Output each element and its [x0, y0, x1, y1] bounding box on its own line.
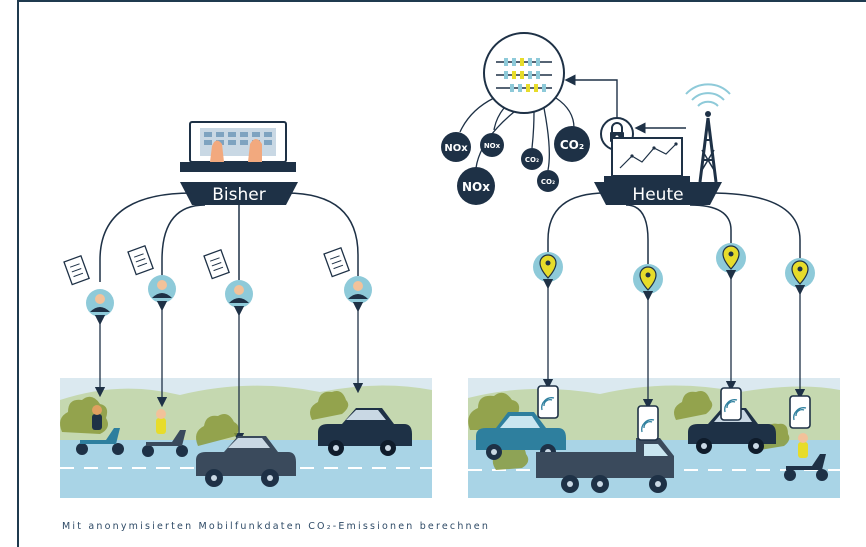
connector-right-2	[625, 204, 649, 264]
laptop-typing-icon	[180, 121, 296, 172]
smartphone-icon	[789, 395, 811, 429]
cell-tower-icon	[685, 83, 731, 183]
left-panel: Bisher	[60, 121, 432, 498]
person-icon	[127, 245, 176, 303]
nox-label: NOx	[462, 180, 490, 194]
laptop-graph-icon	[604, 137, 690, 182]
data-processing-icon	[483, 32, 565, 114]
figure-caption: Mit anonymisierten Mobilfunkdaten CO₂-Em…	[62, 521, 491, 532]
figure-frame	[17, 0, 866, 547]
co2-bubble: CO₂	[521, 148, 543, 170]
car-icon	[476, 412, 566, 460]
right-panel: NOx NOx NOx CO₂ CO₂ CO₂	[441, 32, 840, 498]
smartphone-icon	[720, 387, 742, 421]
connector-left-4	[285, 192, 359, 276]
connector-right-4	[709, 192, 801, 258]
bisher-label-bg	[180, 182, 298, 205]
location-pin-icon	[633, 264, 663, 294]
smartphone-icon	[537, 385, 559, 419]
co2-label: CO₂	[541, 178, 555, 186]
smoke-cloud	[196, 414, 239, 446]
car-icon	[196, 436, 296, 487]
nox-bubble: NOx	[480, 133, 504, 157]
scooter-icon	[784, 433, 828, 481]
co2-bubble: CO₂	[537, 170, 559, 192]
connector-left-2	[161, 204, 206, 276]
truck-icon	[536, 438, 674, 493]
person-icon	[63, 255, 114, 317]
location-pin-icon	[716, 243, 746, 273]
nox-bubble: NOx	[441, 132, 471, 162]
connector-right-1	[547, 192, 607, 252]
location-pin-icon	[533, 252, 563, 282]
smartphone-icon	[637, 405, 659, 441]
co2-label: CO₂	[525, 156, 539, 164]
nox-bubble: NOx	[457, 167, 495, 205]
scooter-icon	[76, 405, 124, 455]
emission-connectors	[459, 97, 575, 171]
person-icon	[203, 249, 253, 308]
car-icon	[318, 408, 412, 456]
smoke-cloud	[674, 391, 713, 420]
co2-label: CO₂	[560, 138, 584, 152]
co2-bubble: CO₂	[554, 126, 590, 162]
smoke-cloud	[310, 391, 349, 420]
person-icon	[323, 247, 372, 304]
scooter-icon	[142, 409, 188, 457]
nox-label: NOx	[484, 142, 501, 150]
bisher-label: Bisher	[212, 185, 265, 205]
heute-label-bg	[594, 182, 722, 205]
connector-right-3	[689, 204, 732, 243]
arrow-lock-to-database	[564, 74, 618, 118]
connector-left-1	[99, 192, 193, 282]
location-pin-icon	[785, 258, 815, 288]
heute-label: Heute	[632, 185, 683, 205]
nox-label: NOx	[444, 143, 468, 154]
